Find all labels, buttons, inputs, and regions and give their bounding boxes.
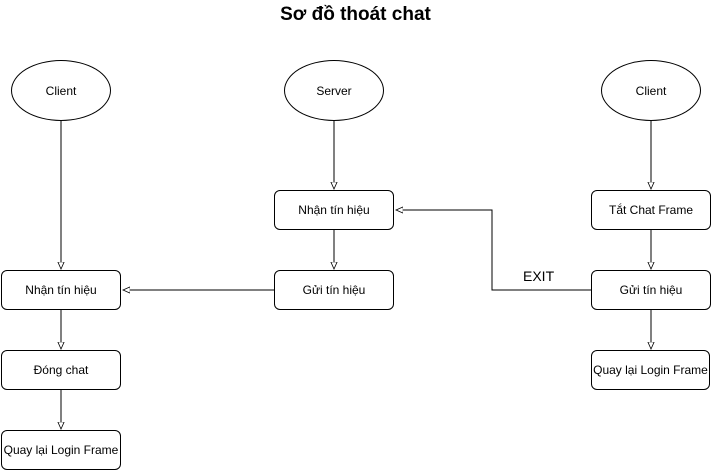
exit-label: EXIT <box>523 268 555 284</box>
right-send-node: Gửi tín hiệu <box>591 270 711 310</box>
left-receive-node: Nhận tín hiệu <box>1 270 121 310</box>
left-back-node: Quay lại Login Frame <box>1 430 121 470</box>
right-back-node: Quay lại Login Frame <box>591 350 710 390</box>
server-send-node: Gửi tín hiệu <box>274 270 394 310</box>
right-close-frame-node: Tắt Chat Frame <box>591 190 711 230</box>
client-left-node: Client <box>11 60 111 121</box>
edge-exit <box>396 210 591 291</box>
diagram-title: Sơ đồ thoát chat <box>280 4 431 25</box>
server-node: Server <box>284 60 384 121</box>
server-receive-node: Nhận tín hiệu <box>274 190 394 230</box>
client-right-node: Client <box>601 60 701 121</box>
left-close-node: Đóng chat <box>1 350 121 390</box>
